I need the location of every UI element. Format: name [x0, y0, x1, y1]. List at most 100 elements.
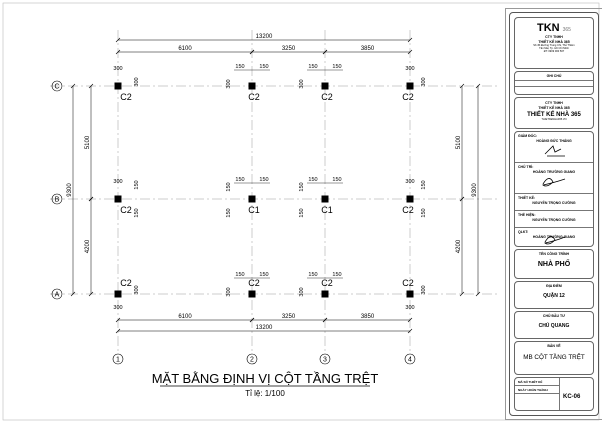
design-code-label: MÃ SỐ THIẾT KẾ [515, 380, 559, 386]
column-dim-label: 150 [259, 272, 268, 278]
sheet-label: BẢN VẼ [547, 344, 561, 348]
location-value: QUẬN 12 [543, 293, 565, 299]
column-label: C2 [321, 92, 333, 102]
dimension-tick [322, 49, 328, 55]
column-dim-label: 300 [421, 77, 427, 86]
role-person: NGUYỄN TRỌNG CƯỜNG [532, 218, 576, 222]
column-dim-label: 150 [421, 180, 427, 189]
dimension-label: 4200 [456, 239, 462, 253]
role-drafter: THỂ HIỆN:NGUYỄN TRỌNG CƯỜNG [515, 213, 593, 228]
role-label: GIÁM ĐỐC: [518, 134, 538, 138]
axis-label-A: A [55, 292, 60, 299]
role-person: HOÀNG ĐỨC THẮNG [536, 139, 572, 143]
column-label: C1 [248, 205, 260, 215]
column-dim-label: 150 [308, 64, 317, 70]
column-dim-label: 150 [134, 180, 140, 189]
owner-label: CHỦ ĐẦU TƯ [542, 314, 566, 318]
notes-label: GHI CHÚ [546, 74, 562, 78]
dimension-label: 4200 [85, 239, 91, 253]
column-dim-label: 300 [405, 179, 414, 185]
signatures [542, 145, 566, 245]
column-dim-label: 300 [226, 79, 232, 88]
axis-bubble-C [51, 80, 63, 92]
dimension-label: 13200 [256, 34, 273, 40]
dimension-tick [249, 317, 255, 323]
owner-value: CHÚ QUANG [538, 323, 570, 329]
company-name: THIẾT KẾ NHÀ 365 [527, 112, 581, 118]
dimension-tick [88, 83, 94, 89]
sheet-name-box: BẢN VẼ MB CỘT TẦNG TRỆT [514, 341, 594, 375]
column-dim-label: 150 [332, 177, 341, 183]
notes-table [515, 80, 593, 87]
logo-address2: Tân Mai, Tp. Hồ Chí Minh [539, 47, 569, 50]
dimension-tick [115, 328, 121, 334]
dimension-label: 5100 [456, 135, 462, 149]
location-box: ĐỊA ĐIỂM QUẬN 12 [514, 281, 594, 309]
column-C2 [406, 82, 414, 90]
column-dim-label: 300 [405, 66, 414, 72]
axis-label-3: 3 [323, 357, 327, 364]
column-dim-label: 300 [113, 66, 122, 72]
dimension-tick [407, 317, 413, 323]
column-dim-label: 300 [299, 79, 305, 88]
column-C2 [114, 195, 122, 203]
column-dim-label: 150 [235, 177, 244, 183]
column-dim-label: 150 [134, 208, 140, 217]
sheet-value: MB CỘT TẦNG TRỆT [523, 354, 585, 361]
column-label: C2 [120, 92, 132, 102]
column-dim-label: 150 [308, 272, 317, 278]
column-dim-label: 150 [332, 272, 341, 278]
axis-bubble-4 [404, 353, 416, 365]
dimension-label: 3850 [361, 46, 375, 52]
axis-bubble-2 [246, 353, 258, 365]
column-dim-label: 150 [421, 208, 427, 217]
role-designer: THIẾT KẾ:NGUYỄN TRỌNG CƯỜNG [515, 196, 593, 211]
dimension-label: 9300 [67, 183, 73, 197]
axis-label-B: B [55, 197, 60, 204]
footer-labels: MÃ SỐ THIẾT KẾ NGÀY HOÀN THÀNH [515, 378, 560, 410]
axis-bubble-1 [112, 353, 124, 365]
column-C2 [406, 195, 414, 203]
column-label: C2 [248, 278, 260, 288]
column-dim-label: 150 [226, 182, 232, 191]
role-label: THỂ HIỆN: [518, 213, 536, 217]
role-label: CHỦ TRÌ: [518, 165, 534, 169]
role-label: THIẾT KẾ: [518, 196, 536, 200]
dimension-tick [115, 317, 121, 323]
project-label: TÊN CÔNG TRÌNH [538, 252, 570, 256]
column-C2 [248, 290, 256, 298]
location-label: ĐỊA ĐIỂM [546, 284, 562, 288]
column-label: C2 [120, 278, 132, 288]
axis-label-1: 1 [116, 357, 120, 364]
role-qa: QLKT:HOÀNG TRƯỜNG GIANG [515, 230, 593, 256]
column-dim-label: 300 [299, 287, 305, 296]
roles-box: GIÁM ĐỐC:HOÀNG ĐỨC THẮNG CHỦ TRÌ:HOÀNG T… [514, 131, 594, 247]
dimension-label: 3250 [282, 314, 296, 320]
dimension-label: 9300 [472, 183, 478, 197]
column-C2 [321, 290, 329, 298]
signature-qa [544, 236, 566, 245]
drawing-scale: Tỉ lệ: 1/100 [245, 389, 285, 398]
completion-date-label: NGÀY HOÀN THÀNH [515, 388, 559, 394]
column-dim-label: 300 [134, 77, 140, 86]
axis-label-C: C [54, 84, 59, 91]
dimension-tick [407, 328, 413, 334]
role-director: GIÁM ĐỐC:HOÀNG ĐỨC THẮNG [515, 134, 593, 163]
dimension-tick [70, 83, 76, 89]
title-block-frame [505, 8, 602, 420]
column-dim-label: 300 [421, 285, 427, 294]
axis-bubble-A [51, 288, 63, 300]
column-label: C2 [402, 205, 414, 215]
column-dim-label: 150 [308, 177, 317, 183]
column-dim-label: 300 [113, 179, 122, 185]
notes-box: GHI CHÚ [514, 71, 594, 95]
dimension-tick [322, 317, 328, 323]
dimension-label: 3250 [282, 46, 296, 52]
column-dim-label: 150 [235, 64, 244, 70]
column-label: C2 [321, 278, 333, 288]
